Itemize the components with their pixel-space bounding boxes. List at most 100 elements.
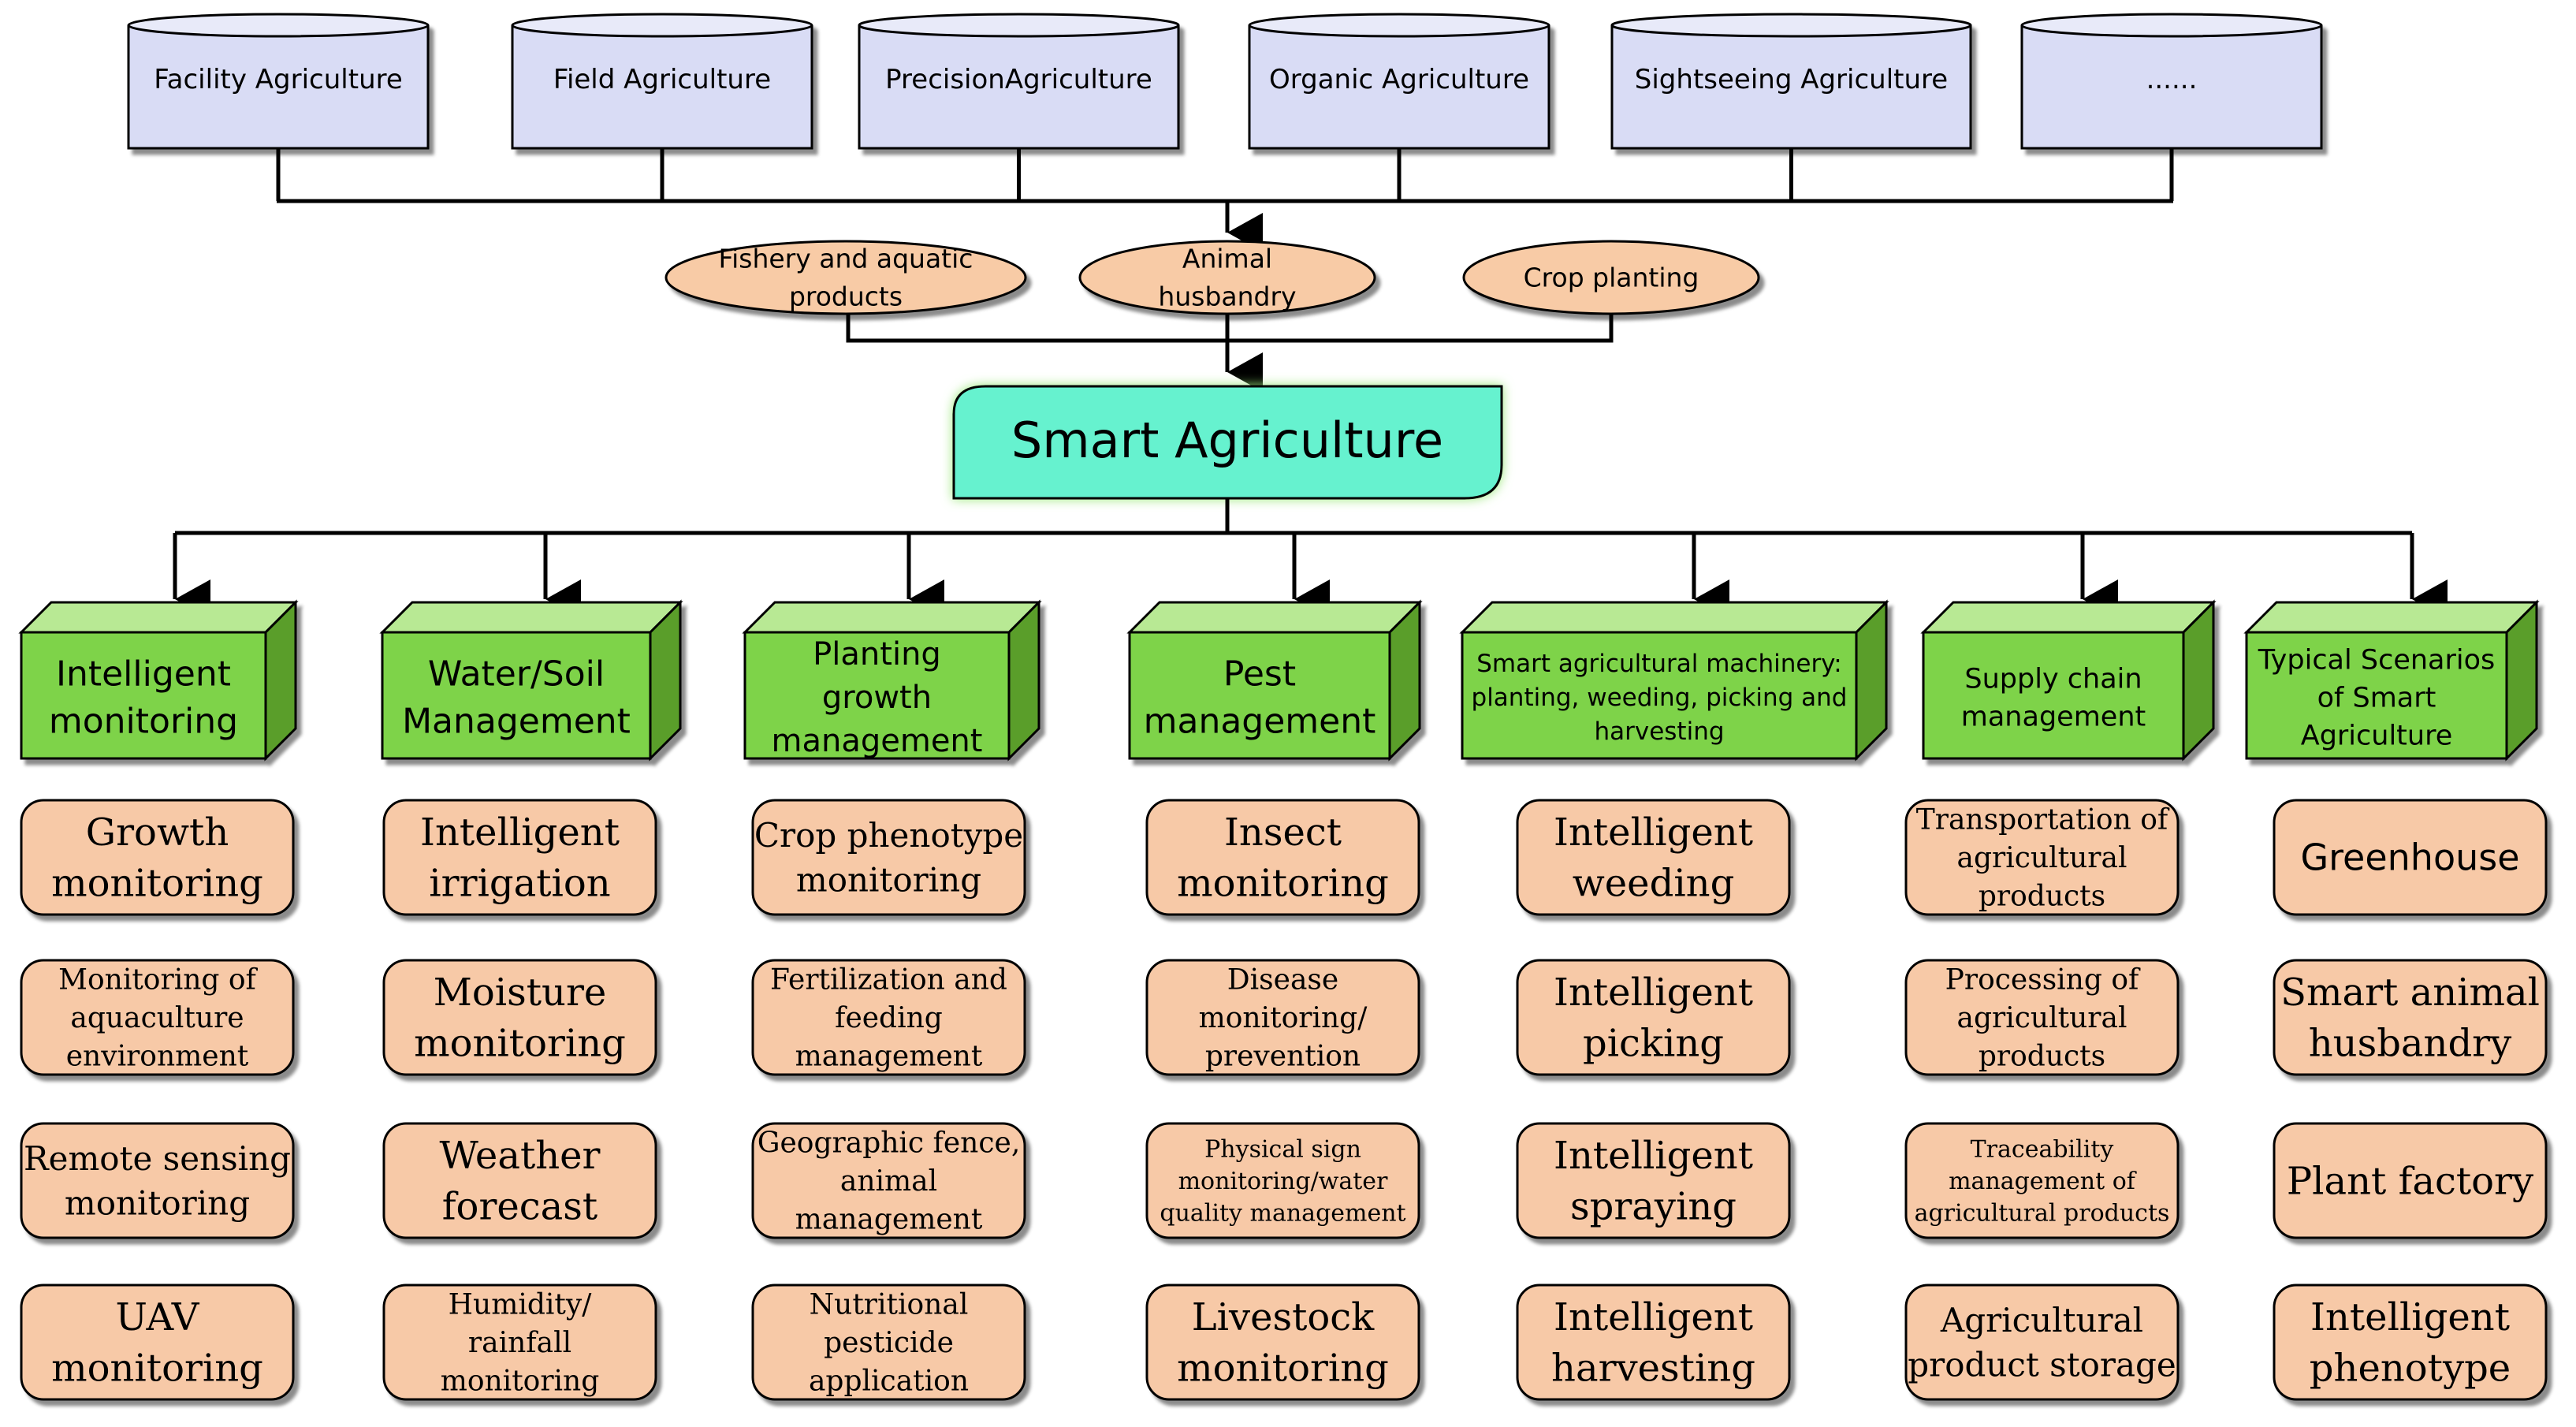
leaf-label-line: forecast <box>442 1185 597 1229</box>
agriculture-type-3 <box>1248 13 1550 150</box>
leaf-label: UAV monitoring <box>51 1295 263 1391</box>
leaf-label-line: quality management <box>1160 1200 1405 1228</box>
sector-label-line: products <box>789 281 903 312</box>
leaf-label-line: products <box>1979 1041 2105 1073</box>
leaf-label-line: Weather <box>440 1134 601 1178</box>
leaf-box <box>1904 799 2180 916</box>
category-box-front <box>1461 631 1858 760</box>
leaf-box <box>1145 1122 1420 1239</box>
smart-agriculture-shape <box>952 385 1503 500</box>
category-box-front <box>381 631 652 760</box>
leaf-label-line: Intelligent <box>420 810 620 855</box>
leaf-label-line: animal <box>840 1165 937 1198</box>
category-label-line: management <box>1961 701 2146 732</box>
category-label-line: management <box>772 723 983 759</box>
category-label-line: Planting <box>813 636 941 673</box>
leaf-label-line: spraying <box>1570 1185 1737 1229</box>
leaf-label: Intelligent spraying <box>1554 1134 1753 1229</box>
sector-label-line: Animal <box>1182 244 1272 274</box>
database-cylinder-top <box>127 13 430 38</box>
leaf-label-line: Moisture <box>434 971 607 1015</box>
category-label-line: Smart agricultural machinery: <box>1476 650 1841 678</box>
category-box-top <box>1126 601 1423 634</box>
category-label-line: Management <box>402 701 631 741</box>
agriculture-type-0 <box>127 13 430 150</box>
leaf-label-line: monitoring <box>65 1184 250 1223</box>
sector-label-line: Fishery and aquatic <box>719 244 973 274</box>
leaf-label-line: Smart animal <box>2280 971 2540 1015</box>
sector-label: Crop planting <box>1524 263 1699 293</box>
leaf-label-line: harvesting <box>1551 1347 1755 1391</box>
category-box-top <box>1920 601 2217 634</box>
leaf-box <box>1904 1284 2180 1401</box>
leaf-label-line: Intelligent <box>1554 1134 1753 1178</box>
leaf-box <box>1145 1284 1420 1401</box>
leaf-box <box>751 1284 1026 1401</box>
leaf-label-line: management <box>795 1204 983 1236</box>
leaf-box <box>1516 799 1791 916</box>
leaf-label: Livestock monitoring <box>1177 1295 1389 1391</box>
leaf-label-line: Humidity/ <box>449 1289 593 1321</box>
leaf-label-line: agricultural <box>1957 842 2127 874</box>
category-box-front <box>1128 631 1391 760</box>
leaf-box <box>1516 959 1791 1076</box>
leaf-box <box>1904 1122 2180 1239</box>
category-label-line: Water/Soil <box>428 654 605 694</box>
agriculture-type-label: PrecisionAgriculture <box>885 64 1152 95</box>
leaf-box <box>382 1284 657 1401</box>
leaf-box <box>1516 1122 1791 1239</box>
leaf-label-line: application <box>809 1366 969 1398</box>
category-label-line: management <box>1144 701 1376 741</box>
category-box-top <box>2243 601 2540 634</box>
leaf-label-line: Geographic fence, <box>758 1127 1021 1160</box>
category-label-line: harvesting <box>1594 717 1724 746</box>
leaf-label-line: feeding <box>835 1002 943 1034</box>
leaf-label-line: UAV <box>116 1295 200 1339</box>
leaf-box <box>751 799 1026 916</box>
sector-ellipse-0 <box>664 240 1027 315</box>
database-cylinder-top <box>511 13 813 38</box>
leaf-label-line: management <box>795 1041 983 1073</box>
leaf-label-line: monitoring <box>51 1347 263 1391</box>
leaf-label-line: monitoring <box>1177 1347 1389 1391</box>
leaf-label-line: Intelligent <box>1554 810 1753 855</box>
category-box-top <box>18 601 299 634</box>
leaf-label-line: aquaculture <box>70 1002 244 1034</box>
leaf-box <box>1904 959 2180 1076</box>
category-box-top <box>1459 601 1889 634</box>
leaf-label-line: Monitoring of <box>58 964 258 997</box>
leaf-label-line: Livestock <box>1192 1295 1375 1339</box>
leaf-box <box>382 959 657 1076</box>
category-box-0 <box>18 599 299 762</box>
leaf-box <box>751 1122 1026 1239</box>
leaf-box <box>2273 1284 2548 1401</box>
leaf-box <box>1145 799 1420 916</box>
category-box-front <box>743 631 1011 760</box>
database-cylinder-top <box>2020 13 2323 38</box>
leaf-label-line: Greenhouse <box>2300 836 2519 879</box>
leaf-box <box>382 1122 657 1239</box>
category-label-line: of Smart <box>2317 682 2436 714</box>
leaf-label-line: management of <box>1949 1168 2137 1195</box>
leaf-label-line: Traceability <box>1971 1136 2114 1164</box>
category-box-2 <box>742 599 1042 762</box>
